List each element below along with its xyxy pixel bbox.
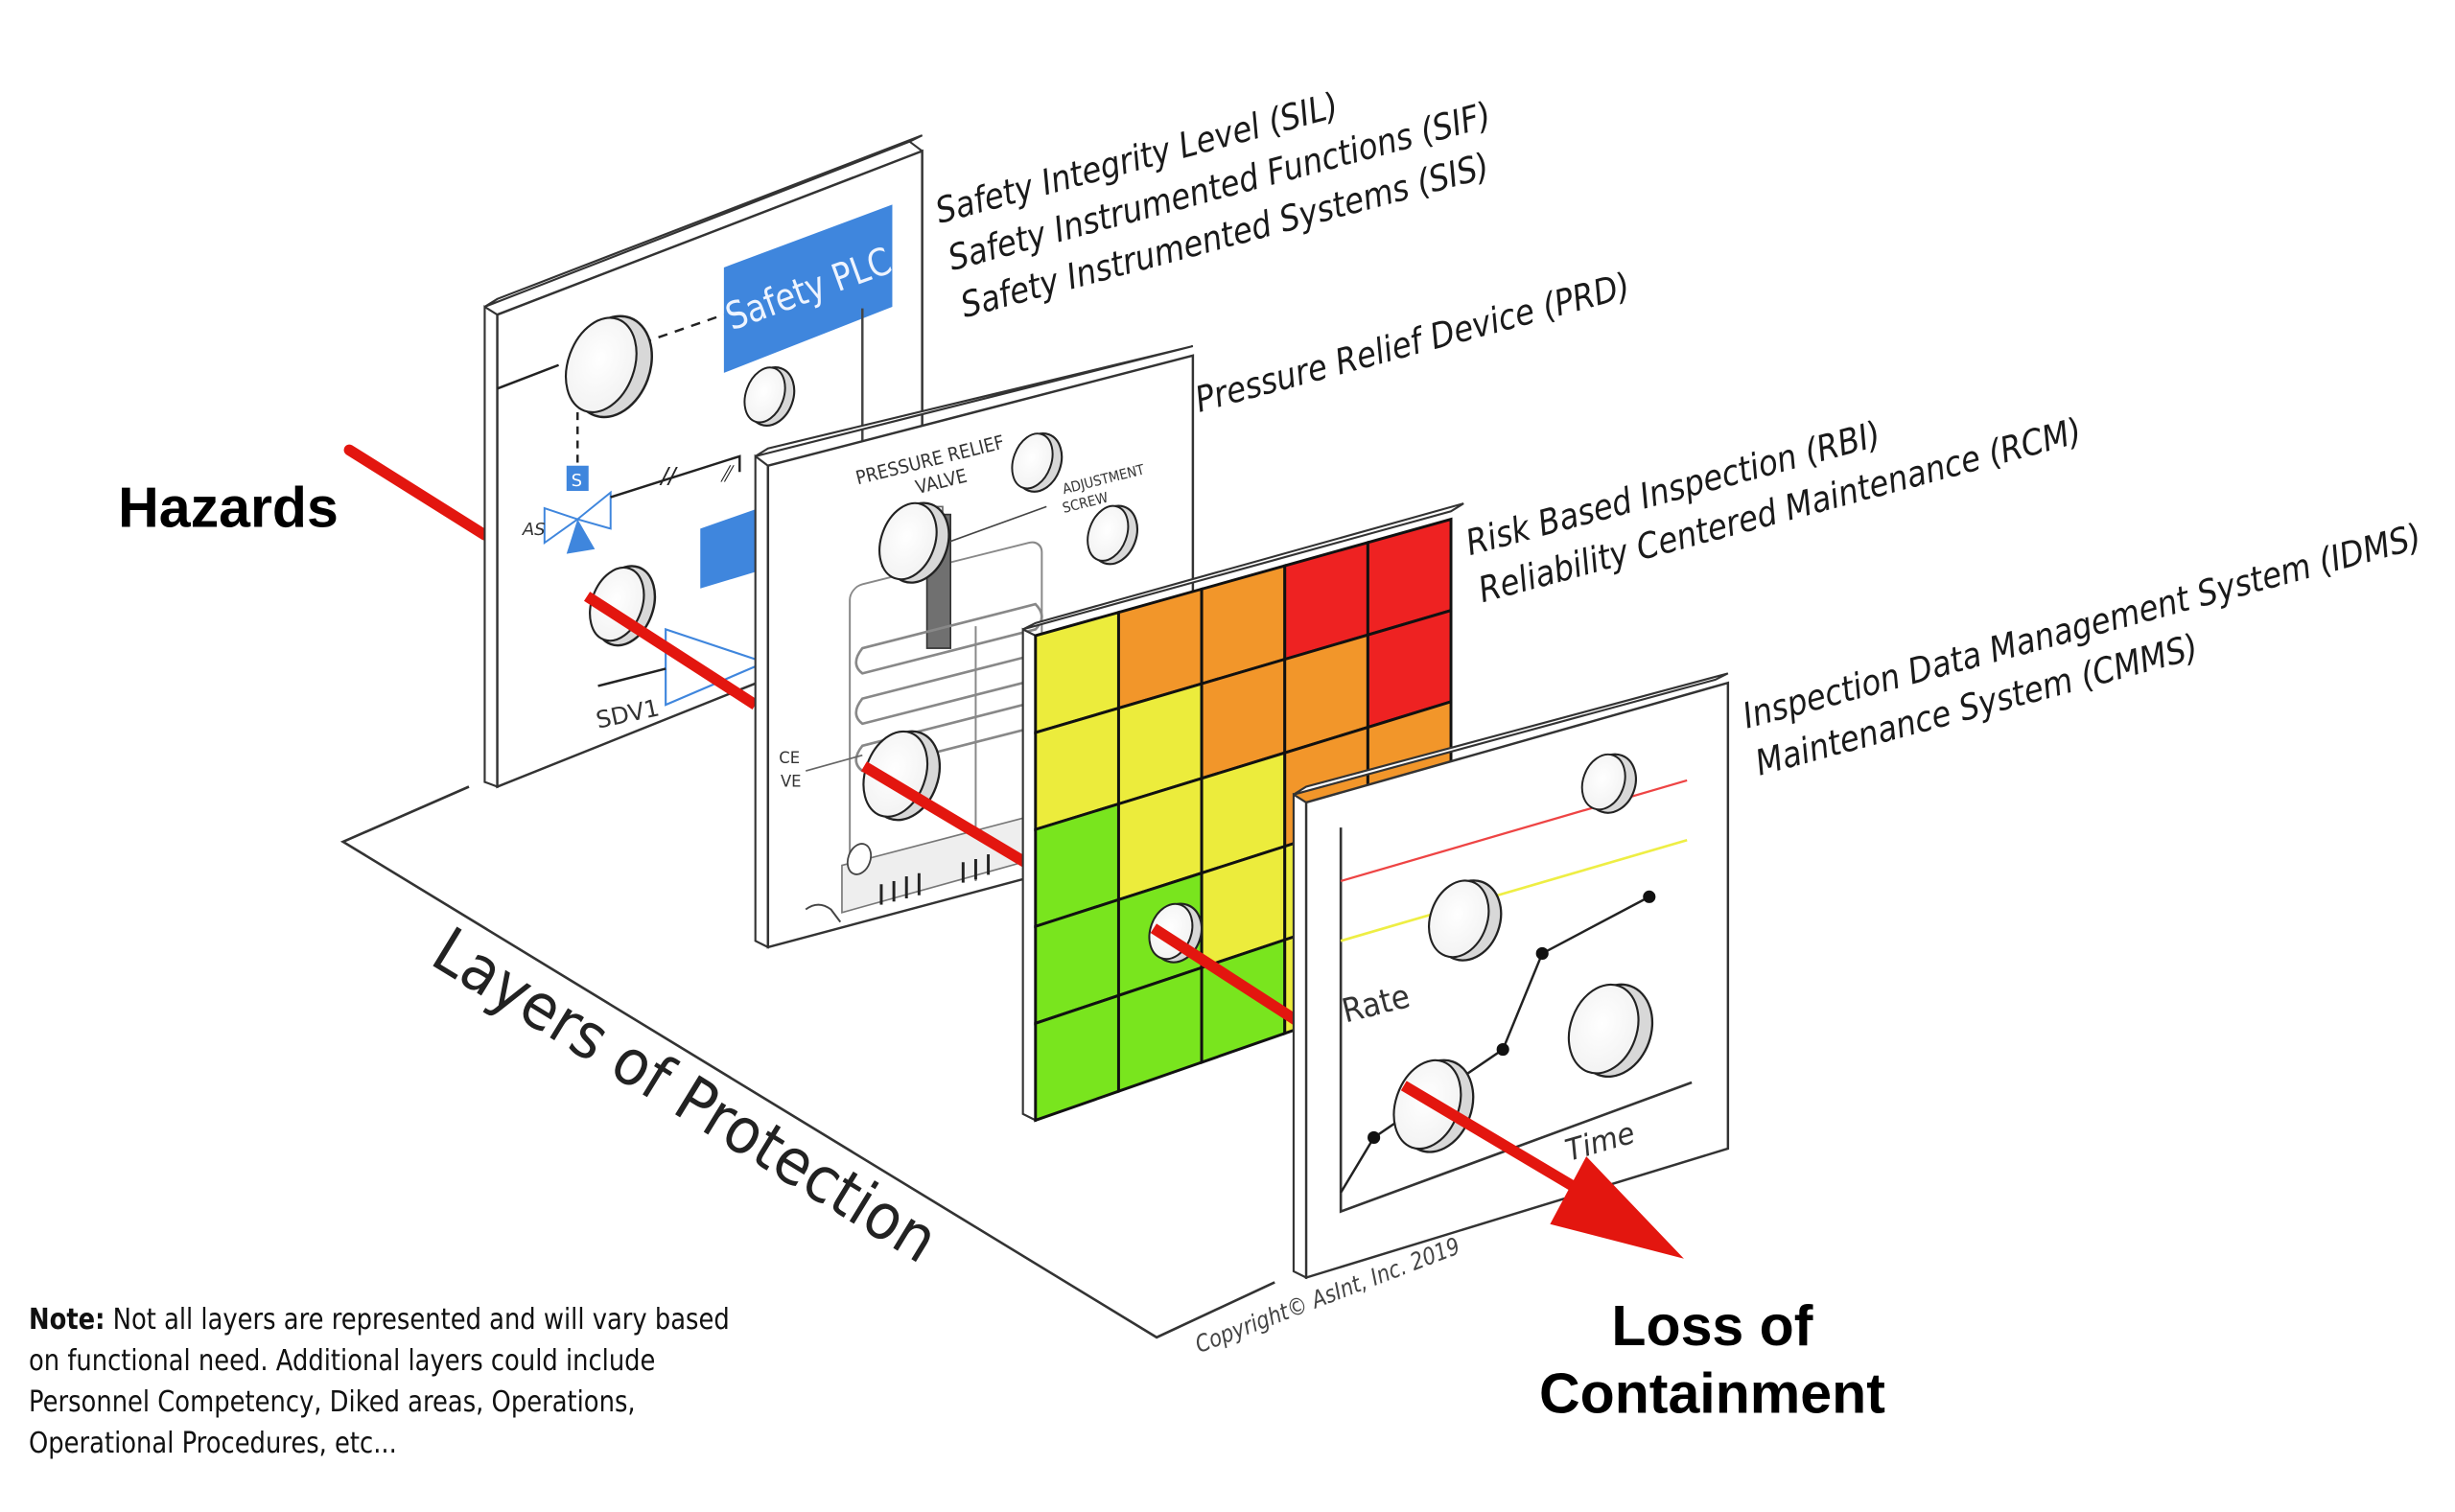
solenoid-icon — [566, 465, 589, 491]
layers-of-protection-label: Layers of Protection — [420, 913, 950, 1277]
svg-text://: // — [659, 464, 678, 489]
hole-icon — [1011, 432, 1064, 493]
actuator-block — [700, 506, 763, 589]
hole-icon — [1428, 879, 1503, 962]
limit-line-yellow — [1340, 839, 1688, 942]
hole-icon — [1580, 753, 1637, 814]
base-plane — [339, 785, 1275, 1339]
sis-captions: Safety Integrity Level (SIL) Safety Inst… — [931, 85, 1495, 326]
trend-point — [1535, 946, 1549, 961]
solenoid-label: S — [572, 471, 582, 491]
prd-captions: Pressure Relief Device (PRD) — [1191, 266, 1634, 421]
hazard-arrow-tail — [343, 444, 491, 541]
note-body: Not all layers are represented and will … — [29, 1303, 730, 1460]
hazard-arrow-segment — [860, 761, 1039, 873]
loss-of-containment-line2: Containment — [1539, 1362, 1885, 1426]
hole-icon — [1567, 983, 1654, 1079]
hazard-arrow-head — [1400, 1081, 1684, 1259]
idms-captions: Inspection Data Management System (IDMS)… — [1739, 517, 2425, 784]
hazard-arrow-segment — [1150, 923, 1303, 1028]
loss-of-containment-line1: Loss of — [1611, 1294, 1812, 1358]
hole-icon — [565, 314, 653, 419]
note-text: Note: Not all layers are represented and… — [29, 1299, 738, 1464]
hole-icon — [846, 843, 873, 875]
hazard-arrow-segment — [583, 592, 759, 709]
trend-point — [1496, 1042, 1509, 1057]
note-label: Note: — [29, 1303, 105, 1337]
caption-idms: Inspection Data Management System (IDMS) — [1739, 517, 2425, 737]
ce-label: CE — [779, 749, 800, 767]
sis-panel: Safety PLC S AS // ⫽ SD — [483, 134, 924, 789]
safety-plc-block — [723, 204, 893, 373]
trend-point — [1368, 1130, 1381, 1145]
ve-label: VE — [781, 772, 802, 790]
rbi-captions: Risk Based Inspection (RBI) Reliability … — [1461, 411, 2086, 612]
hazards-label: Hazards — [118, 477, 339, 540]
hole-icon — [1087, 504, 1138, 566]
hole-icon — [743, 366, 796, 427]
trend-point — [1643, 890, 1656, 903]
hole-icon — [878, 501, 950, 584]
as-label: AS — [522, 520, 546, 540]
caption-prd: Pressure Relief Device (PRD) — [1191, 266, 1634, 421]
actuator-icon — [566, 519, 596, 554]
